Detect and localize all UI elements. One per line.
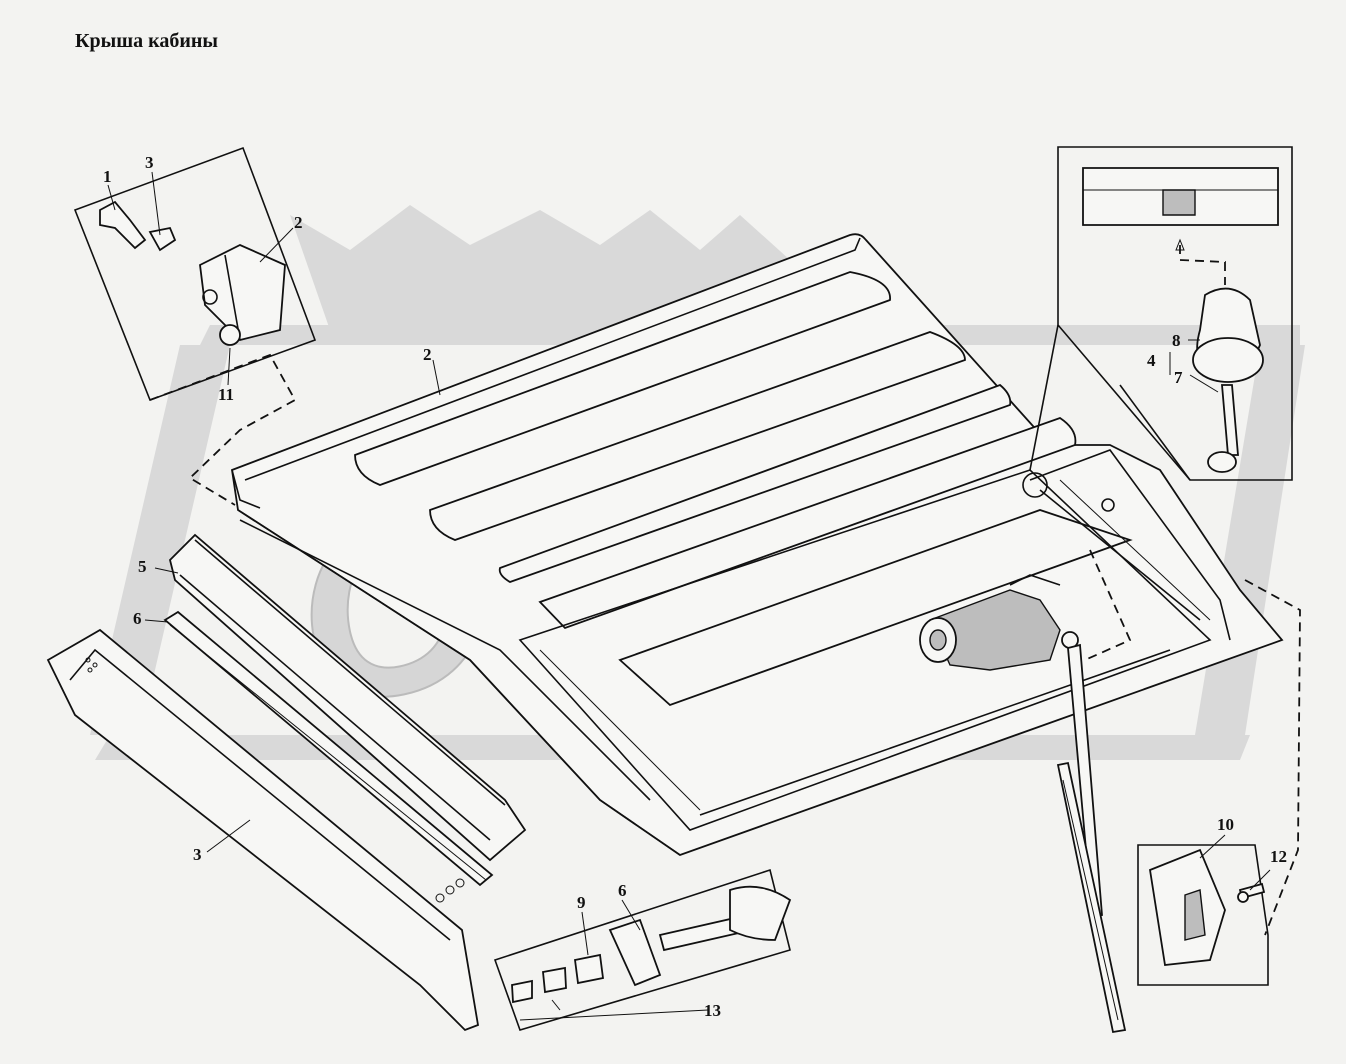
bolt-assembly-box	[435, 868, 792, 1031]
roof-rib-2	[429, 331, 966, 541]
callout-7: 7	[1174, 368, 1183, 387]
callout-10: 10	[1217, 815, 1234, 834]
roof-rib-4	[538, 417, 1077, 630]
callout-1: 1	[103, 167, 112, 186]
callout-6-seal: 6	[133, 609, 142, 628]
diagram-title: Крыша кабины	[75, 30, 219, 52]
callout-11: 11	[218, 385, 234, 404]
callout-2-roof: 2	[423, 345, 432, 364]
seal-strip	[163, 610, 494, 887]
callout-2-top: 2	[294, 213, 303, 232]
wiper-motor	[919, 574, 1079, 671]
leader-lines	[107, 171, 1271, 1021]
callout-8: 8	[1172, 331, 1181, 350]
callout-6-bolt: 6	[618, 881, 627, 900]
fastener-detail-box	[1029, 146, 1293, 661]
roof-rib-1	[354, 271, 891, 486]
roof-panel	[231, 233, 1284, 857]
handle-detail-box	[1137, 579, 1301, 986]
wiper-arm	[1056, 643, 1127, 1034]
callout-12: 12	[1270, 847, 1287, 866]
callout-13: 13	[704, 1001, 721, 1020]
callout-3-top: 3	[145, 153, 154, 172]
front-visor	[169, 533, 527, 862]
lower-trim	[46, 628, 480, 1032]
callout-9: 9	[577, 893, 586, 912]
callout-5: 5	[138, 557, 147, 576]
callout-3-trim: 3	[193, 845, 202, 864]
roof-rib-5	[618, 509, 1133, 707]
hinge-detail-box	[73, 146, 317, 506]
callout-4: 4	[1147, 351, 1156, 370]
roof-rib-3	[498, 383, 1012, 583]
